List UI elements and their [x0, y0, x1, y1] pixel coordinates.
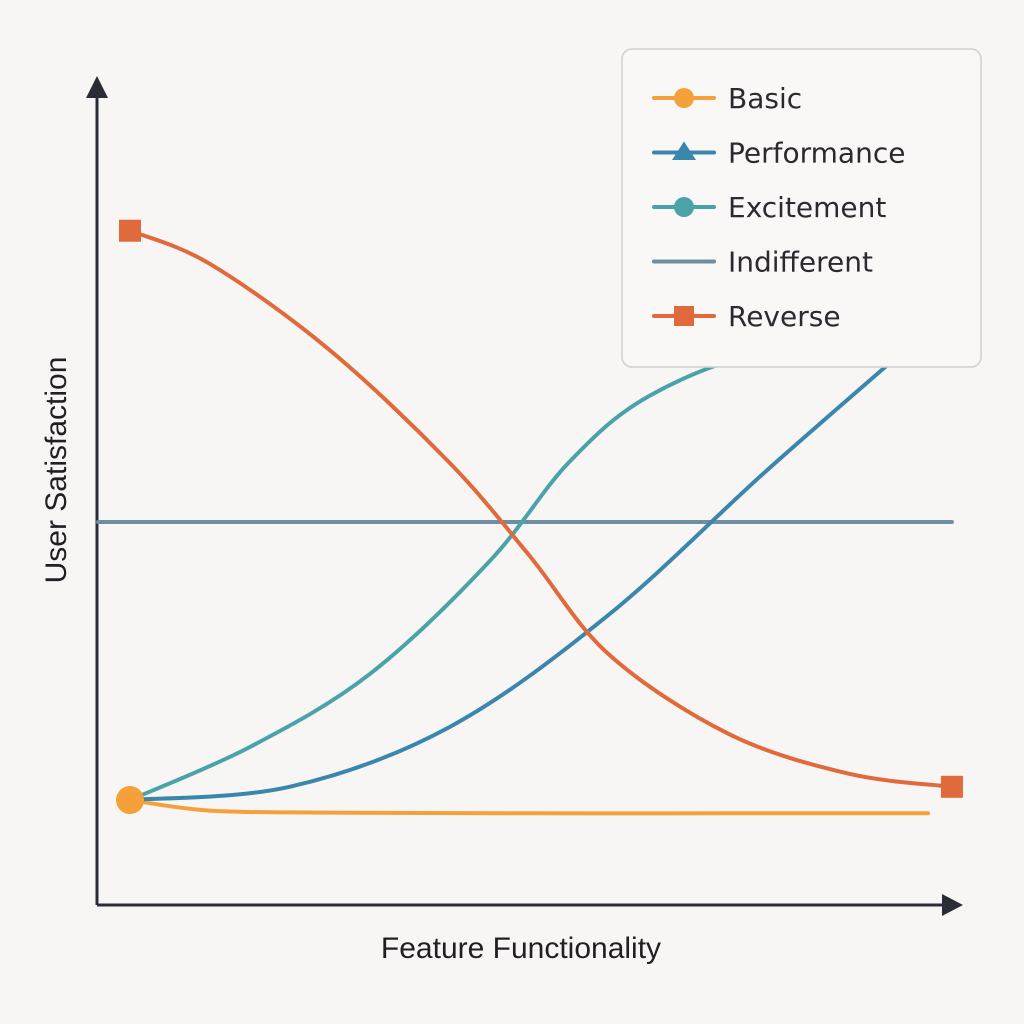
legend: BasicPerformanceExcitementIndifferentRev…: [621, 48, 982, 368]
x-axis-arrow: [942, 894, 963, 916]
legend-marker-performance: [672, 141, 696, 160]
legend-label-reverse: Reverse: [728, 300, 841, 333]
data-point-reverse-start: [119, 219, 141, 242]
legend-label-basic: Basic: [728, 82, 802, 115]
y-axis-arrow: [86, 76, 108, 98]
y-axis-title: User Satisfaction: [40, 357, 73, 584]
legend-marker-basic: [674, 88, 694, 108]
axes: [86, 76, 963, 916]
series-line-performance: [128, 328, 930, 802]
legend-box: [621, 48, 982, 368]
legend-label-indifferent: Indifferent: [728, 246, 873, 279]
data-point-basic-start: [116, 786, 144, 815]
series-line-basic: [128, 798, 930, 816]
legend-label-performance: Performance: [728, 137, 905, 170]
data-point-reverse-end: [940, 775, 963, 798]
series-layer: [96, 228, 954, 816]
series-line-reverse: [128, 228, 954, 789]
legend-marker-reverse: [674, 306, 694, 326]
legend-marker-excitement: [674, 197, 694, 217]
x-axis-title: Feature Functionality: [381, 932, 661, 965]
series-line-excitement: [128, 328, 930, 802]
legend-label-excitement: Excitement: [728, 191, 886, 224]
